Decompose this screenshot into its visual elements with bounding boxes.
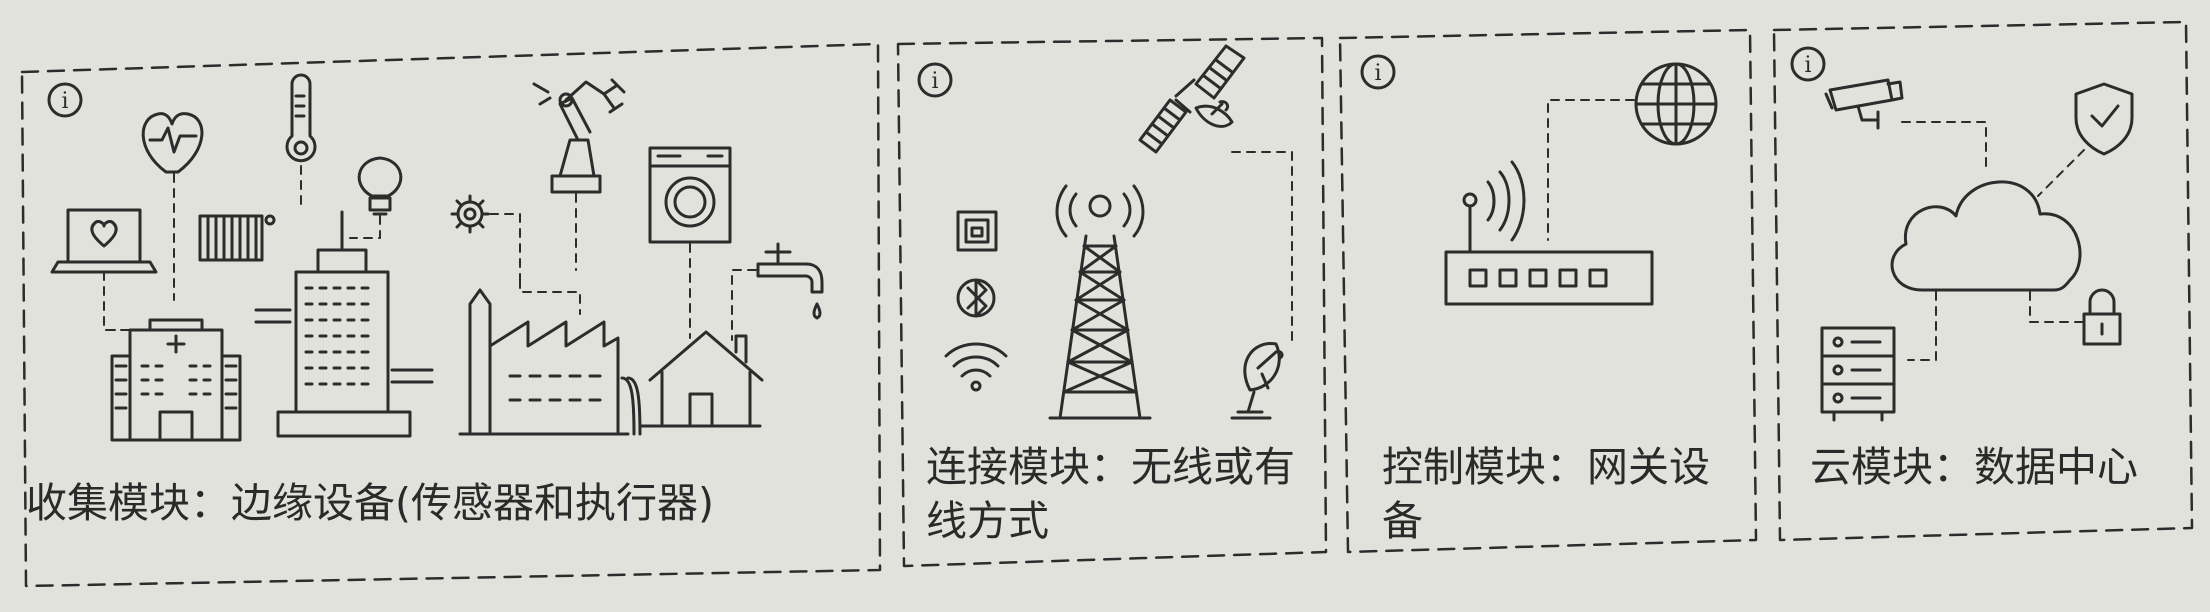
laptop-icon	[50, 208, 158, 274]
satellite-icon	[1138, 44, 1246, 154]
house-icon	[638, 330, 764, 428]
panel-control-border	[1338, 28, 1758, 554]
info-icon: i	[1360, 54, 1396, 90]
info-icon: i	[47, 82, 83, 118]
cloud-icon	[1890, 180, 2082, 292]
svg-text:i: i	[1374, 61, 1381, 86]
wifi-icon	[944, 342, 1008, 392]
robotic-arm-icon	[532, 78, 626, 194]
hospital-building-icon	[110, 318, 242, 442]
padlock-icon	[2082, 288, 2122, 346]
svg-text:i: i	[1804, 53, 1811, 78]
caption-connection-module: 连接模块：无线或有线方式	[926, 443, 1295, 545]
caption-collection-module: 收集模块：边缘设备(传感器和执行器)	[26, 479, 714, 527]
security-camera-icon	[1824, 78, 1904, 130]
panel-control: i	[1338, 28, 1758, 554]
ethernet-port-icon	[956, 210, 998, 252]
washing-machine-icon	[648, 146, 732, 244]
light-bulb-icon	[357, 156, 403, 216]
factory-icon	[458, 288, 642, 436]
thermometer-icon	[285, 73, 317, 163]
shield-icon	[2074, 82, 2134, 156]
globe-icon	[1634, 62, 1718, 146]
panel-collection: i	[20, 42, 882, 588]
panel-cloud-border	[1772, 20, 2194, 542]
cell-tower-icon	[1048, 184, 1152, 420]
office-tower-icon	[254, 210, 434, 438]
bluetooth-icon	[956, 278, 996, 318]
panel-connection-border	[896, 36, 1328, 568]
satellite-dish-icon	[1230, 342, 1284, 420]
faucet-icon	[756, 242, 824, 320]
heart-rate-icon	[141, 112, 204, 174]
server-rack-icon	[1820, 326, 1896, 422]
radiator-icon	[198, 214, 276, 262]
info-icon: i	[917, 62, 953, 98]
gear-icon	[450, 194, 490, 234]
panel-connection: i	[896, 36, 1328, 568]
gateway-router-icon	[1444, 160, 1654, 306]
svg-text:i: i	[931, 69, 938, 94]
svg-text:i: i	[61, 89, 68, 114]
caption-control-module: 控制模块：网关设备	[1382, 443, 1710, 545]
panel-collection-border	[20, 42, 882, 588]
info-icon: i	[1790, 46, 1826, 82]
panel-cloud: i	[1772, 20, 2194, 542]
caption-cloud-module: 云模块：数据中心	[1810, 443, 2138, 491]
